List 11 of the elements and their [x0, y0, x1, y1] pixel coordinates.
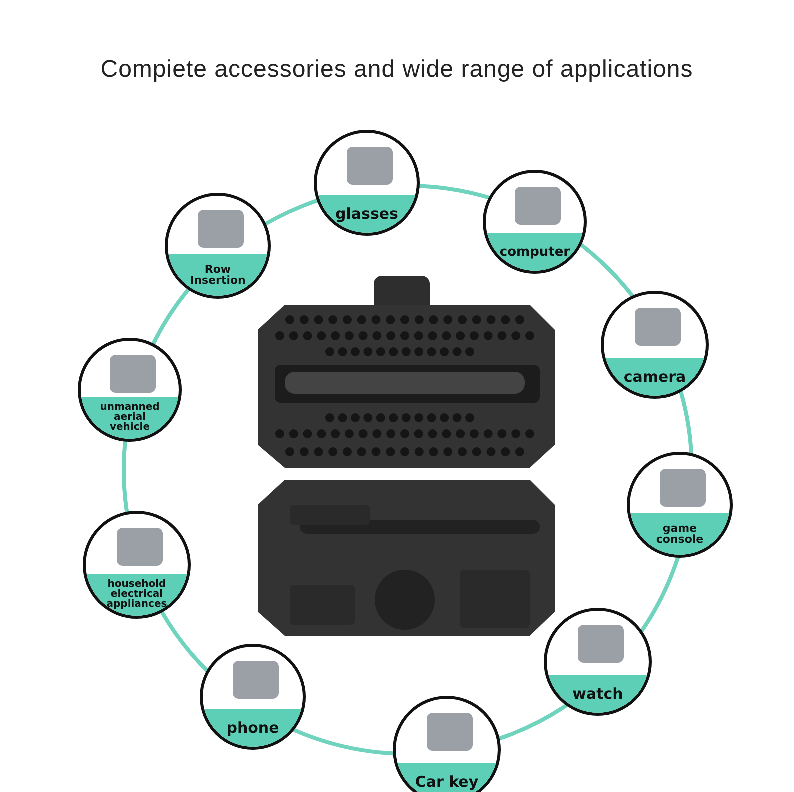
- application-label: computer: [500, 246, 570, 258]
- application-label: Car key: [415, 774, 479, 790]
- application-label: game console: [655, 523, 705, 545]
- application-label: watch: [572, 686, 624, 702]
- application-label: Row Insertion: [189, 264, 247, 286]
- application-label: glasses: [336, 206, 398, 222]
- application-label: household electrical appliances: [106, 580, 168, 610]
- title: Compiete accessories and wide range of applications: [100, 56, 694, 84]
- application-label: phone: [226, 720, 280, 736]
- application-label: camera: [624, 370, 686, 384]
- application-label: unmanned aerial vehicle: [99, 403, 161, 433]
